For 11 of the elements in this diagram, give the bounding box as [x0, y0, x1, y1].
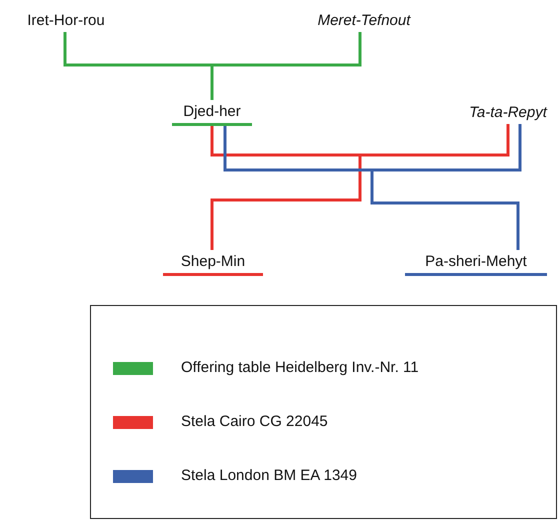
lineage-line: [370, 124, 522, 250]
person-name: Pa-sheri-Mehyt: [405, 250, 547, 276]
person-name: Meret-Tefnout: [300, 8, 428, 32]
person-name: Shep-Min: [163, 250, 263, 276]
person-name: Djed-her: [172, 100, 252, 126]
lineage-line: [210, 32, 362, 100]
legend-text: Stela Cairo CG 22045: [181, 413, 328, 430]
legend-text: Offering table Heidelberg Inv.-Nr. 11: [181, 359, 419, 376]
legend-text: Stela London BM EA 1349: [181, 467, 357, 484]
person-name: Iret-Hor-rou: [8, 8, 124, 32]
person-name: Ta-ta-Repyt: [456, 100, 560, 124]
